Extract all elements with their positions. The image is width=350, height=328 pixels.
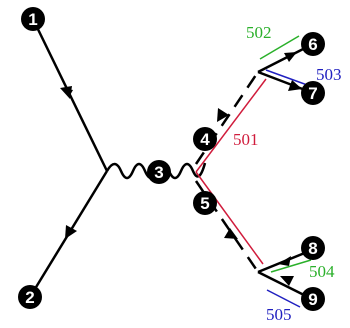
arrow-1-icon bbox=[60, 86, 72, 99]
node-3: 3 bbox=[147, 160, 171, 184]
arrow-7-icon bbox=[288, 80, 302, 91]
tag-502: 502 bbox=[246, 23, 272, 42]
green-line-504 bbox=[270, 259, 312, 273]
node-9: 9 bbox=[301, 287, 325, 311]
red-line-501-lower bbox=[195, 171, 264, 265]
svg-text:2: 2 bbox=[25, 288, 34, 307]
tag-504: 504 bbox=[309, 262, 335, 281]
svg-text:6: 6 bbox=[308, 35, 317, 54]
tag-505: 505 bbox=[266, 305, 292, 324]
svg-text:7: 7 bbox=[308, 84, 317, 103]
tag-503: 503 bbox=[316, 65, 342, 84]
svg-text:3: 3 bbox=[154, 163, 163, 182]
node-6: 6 bbox=[301, 32, 325, 56]
arrow-8-icon bbox=[278, 256, 291, 266]
svg-text:8: 8 bbox=[308, 239, 317, 258]
node-8: 8 bbox=[301, 236, 325, 260]
svg-text:4: 4 bbox=[200, 130, 210, 149]
tag-501: 501 bbox=[233, 130, 259, 149]
dashed-line-5 bbox=[194, 180, 260, 273]
arrow-4-icon bbox=[217, 108, 229, 122]
svg-text:1: 1 bbox=[28, 10, 37, 29]
svg-text:5: 5 bbox=[200, 194, 209, 213]
node-4: 4 bbox=[193, 127, 217, 151]
node-1: 1 bbox=[21, 7, 45, 31]
node-5: 5 bbox=[193, 191, 217, 215]
blue-line-505 bbox=[266, 289, 301, 308]
node-7: 7 bbox=[301, 81, 325, 105]
dashed-line-4 bbox=[194, 71, 260, 165]
arrow-9-icon bbox=[280, 276, 294, 286]
blue-line-503 bbox=[265, 69, 311, 87]
green-line-502 bbox=[259, 35, 300, 60]
arrow-2-icon bbox=[65, 225, 77, 239]
red-line-501-upper bbox=[195, 78, 267, 173]
svg-text:9: 9 bbox=[308, 290, 317, 309]
node-2: 2 bbox=[18, 285, 42, 309]
arrow-5-icon bbox=[224, 228, 238, 239]
arrow-6-icon bbox=[284, 52, 297, 62]
